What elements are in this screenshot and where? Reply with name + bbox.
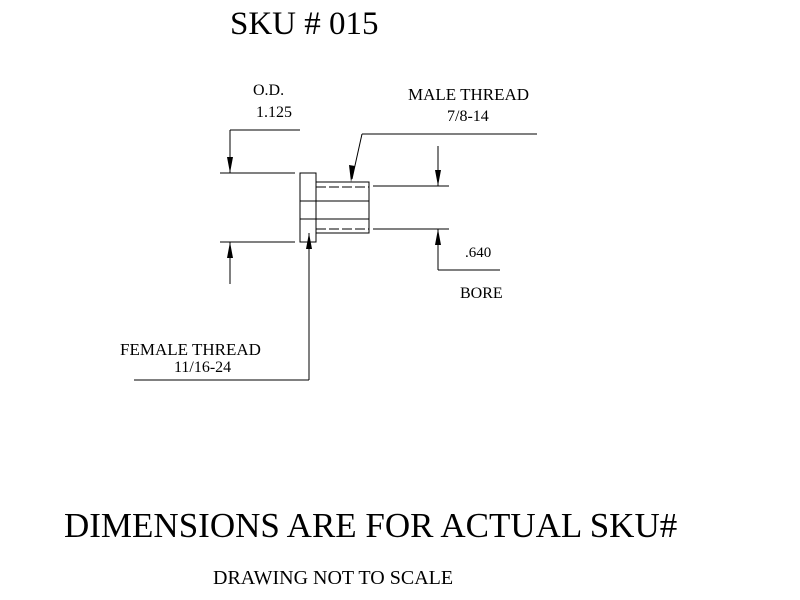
- bore-value: .640: [465, 245, 492, 261]
- bore-label: BORE: [460, 285, 503, 302]
- male-thread-arrow: [349, 165, 355, 182]
- scale-note: DRAWING NOT TO SCALE: [213, 567, 454, 589]
- od-label: O.D.: [253, 82, 285, 99]
- male-thread-leader-diagonal: [351, 133, 363, 180]
- female-thread-value: 11/16-24: [174, 359, 232, 376]
- dimensions-note: DIMENSIONS ARE FOR ACTUAL SKU#: [64, 506, 678, 545]
- page-title: SKU # 015: [230, 6, 379, 42]
- od-arrow-bottom: [227, 242, 233, 258]
- bore-arrow-top: [435, 170, 441, 186]
- od-arrow-top: [227, 157, 233, 173]
- female-thread-label: FEMALE THREAD: [120, 340, 261, 359]
- male-thread-label: MALE THREAD: [408, 85, 530, 104]
- female-thread-arrow: [306, 233, 312, 249]
- male-thread-value: 7/8-14: [447, 108, 489, 125]
- part-shank: [315, 181, 370, 234]
- od-value: 1.125: [256, 104, 292, 121]
- part-flange: [299, 172, 317, 243]
- bore-arrow-bottom: [435, 229, 441, 245]
